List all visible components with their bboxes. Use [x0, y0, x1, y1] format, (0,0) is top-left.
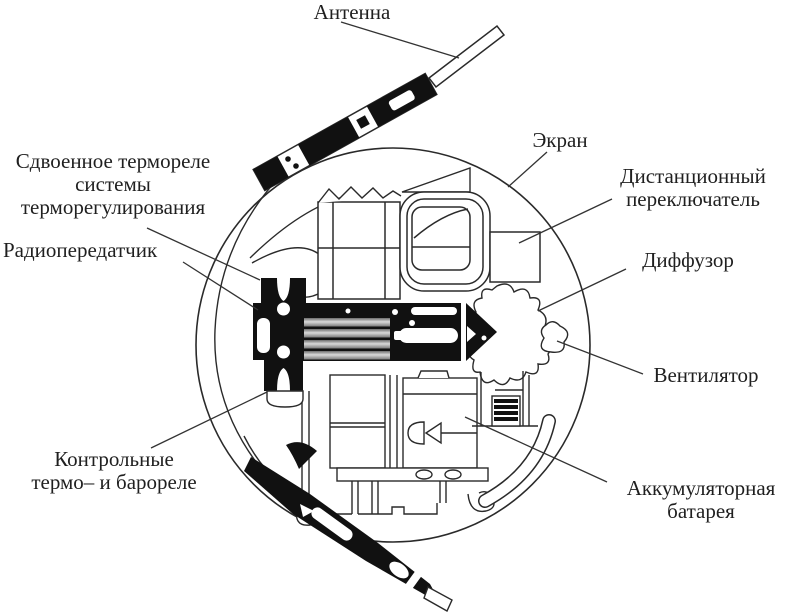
leader-transmitter	[182, 261, 259, 311]
leader-remote-switch	[518, 198, 613, 244]
leader-fan	[556, 340, 644, 375]
support-strip	[478, 414, 556, 508]
label-thermo-relay-line1: Сдвоенное термореле	[15, 149, 211, 173]
label-battery-line2: батарея	[667, 499, 735, 523]
label-transmitter-text: Радиопередатчик	[3, 238, 158, 262]
label-battery-line1: Аккумуляторная	[626, 476, 776, 500]
leader-thermo-relay	[146, 227, 261, 281]
lower-antenna	[244, 457, 453, 612]
label-transmitter: Радиопередатчик	[3, 239, 157, 262]
label-remote-switch-line1: Дистанционный	[620, 164, 766, 188]
label-fan-text: Вентилятор	[653, 363, 759, 387]
label-thermo-relay-line2: системы	[75, 172, 151, 196]
label-ekran: Экран	[532, 129, 587, 152]
radio-transmitter	[253, 278, 497, 408]
label-thermo-relay: Сдвоенное термореле системы терморегулир…	[16, 150, 210, 219]
leader-control-relays	[150, 391, 268, 449]
heater-stack	[472, 371, 538, 427]
label-remote-switch: Дистанционный переключатель	[620, 165, 766, 211]
leader-battery	[464, 416, 608, 483]
label-control-relays: Контрольные термо– и барореле	[31, 448, 196, 494]
label-ekran-text: Экран	[532, 128, 588, 152]
instrument-frame	[399, 191, 491, 292]
leader-diffuser	[537, 268, 627, 312]
shell-cut-arrow	[286, 442, 317, 469]
label-control-relays-line2: термо– и барореле	[31, 470, 197, 494]
label-thermo-relay-line3: терморегулирования	[20, 195, 206, 219]
instrument-box	[317, 201, 401, 300]
fan-shape	[540, 321, 569, 353]
upper-antenna	[252, 24, 506, 192]
label-antenna-text: Антенна	[313, 0, 391, 24]
label-diffuser-text: Диффузор	[642, 248, 734, 272]
leader-antenna	[340, 21, 460, 59]
battery-assembly	[329, 370, 489, 482]
leader-lines	[146, 21, 644, 483]
leader-ekran	[507, 151, 548, 188]
label-battery: Аккумуляторная батарея	[627, 477, 776, 523]
label-remote-switch-line2: переключатель	[626, 187, 760, 211]
label-antenna: Антенна	[314, 1, 391, 24]
remote-switch-box	[489, 231, 541, 283]
label-fan: Вентилятор	[653, 364, 758, 387]
label-control-relays-line1: Контрольные	[54, 447, 174, 471]
label-diffuser: Диффузор	[642, 249, 734, 272]
